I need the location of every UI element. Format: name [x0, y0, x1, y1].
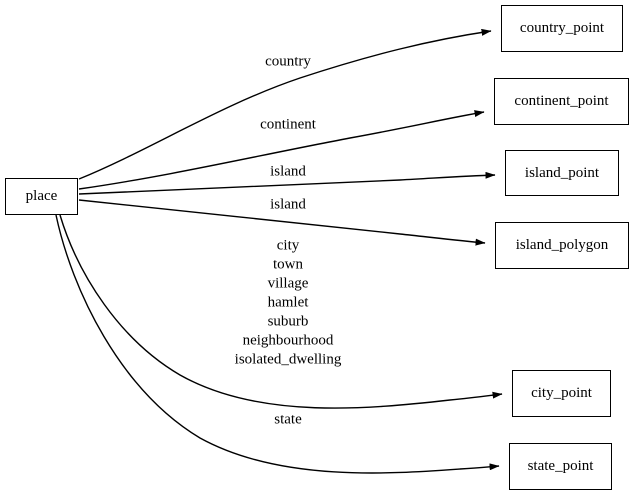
edge-place-city_point: [59, 214, 503, 409]
edge-label-place-island_polygon: island: [270, 196, 306, 213]
node-label-island_point: island_point: [524, 164, 600, 181]
node-label-island_polygon: island_polygon: [515, 237, 609, 253]
node-island_point[interactable]: island_point: [505, 150, 619, 196]
edge-label-place-city_point: city town village hamlet suburb neighbou…: [234, 237, 342, 368]
node-label-country_point: country_point: [519, 20, 605, 36]
node-continent_point[interactable]: continent_point: [494, 78, 629, 125]
node-label-state_point: state_point: [527, 458, 594, 474]
node-label-continent_point: continent_point: [514, 93, 609, 109]
node-label-city_point: city_point: [531, 385, 592, 401]
node-place[interactable]: place: [5, 178, 78, 215]
node-island_polygon[interactable]: island_polygon: [495, 222, 629, 269]
edge-place-state_point: [55, 214, 500, 474]
edge-place-country_point: [78, 28, 492, 180]
edge-label-place-state_point: state: [274, 411, 302, 428]
node-city_point[interactable]: city_point: [512, 370, 611, 417]
node-country_point[interactable]: country_point: [501, 5, 623, 52]
edge-label-place-continent_point: continent: [260, 116, 316, 133]
edge-place-island_point: [78, 171, 496, 195]
edge-label-place-country_point: country: [265, 53, 311, 70]
edge-place-continent_point: [78, 110, 485, 190]
edge-label-place-island_point: island: [270, 163, 306, 180]
edge-place-island_polygon: [78, 199, 486, 246]
node-label-place: place: [25, 188, 58, 204]
node-state_point[interactable]: state_point: [509, 443, 612, 490]
